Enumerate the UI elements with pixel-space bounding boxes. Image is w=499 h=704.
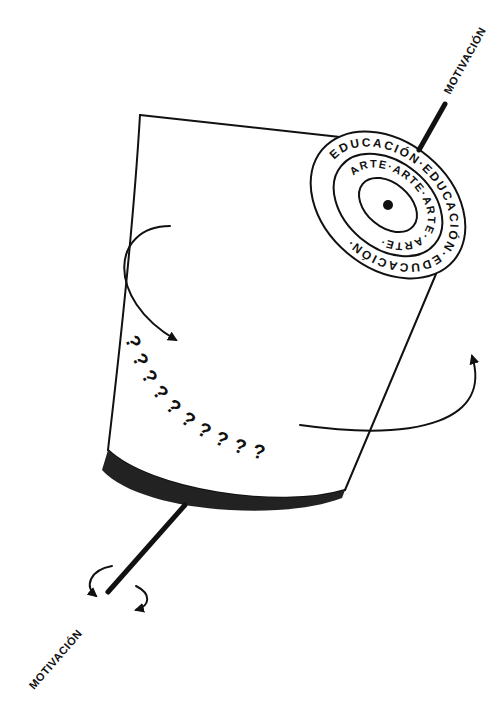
axis-label: MOTIVACIÓN [441, 25, 488, 96]
top-face [282, 101, 495, 308]
axis-rod [419, 104, 445, 150]
cylinder-edge [108, 115, 140, 450]
rotation-arrow [124, 226, 176, 340]
ring-text: EDUCACIÓN·EDUCACIÓN·EDUCACIÓN· [287, 107, 489, 304]
cylinder-edge [140, 115, 340, 137]
axis-rod [108, 505, 185, 592]
question-marks: ?????????? [121, 332, 275, 466]
axis-label: MOTIVACIÓN [441, 25, 488, 96]
ring-text: EDUCACIÓN·EDUCACIÓN·EDUCACIÓN· [287, 107, 489, 304]
bottom-rim [102, 450, 345, 511]
question-marks: ?????????? [121, 332, 275, 466]
axis-label: MOTIVACIÓN [26, 627, 84, 691]
rotation-arrow [300, 356, 475, 431]
ring-text: ARTE·ARTE·ARTE·ARTE· [321, 138, 457, 270]
cylinder-edge [345, 274, 436, 490]
axis-center [383, 200, 393, 210]
ring-text: ARTE·ARTE·ARTE·ARTE· [321, 138, 457, 270]
axis-label: MOTIVACIÓN [26, 627, 84, 691]
rotation-arrow [136, 586, 147, 610]
